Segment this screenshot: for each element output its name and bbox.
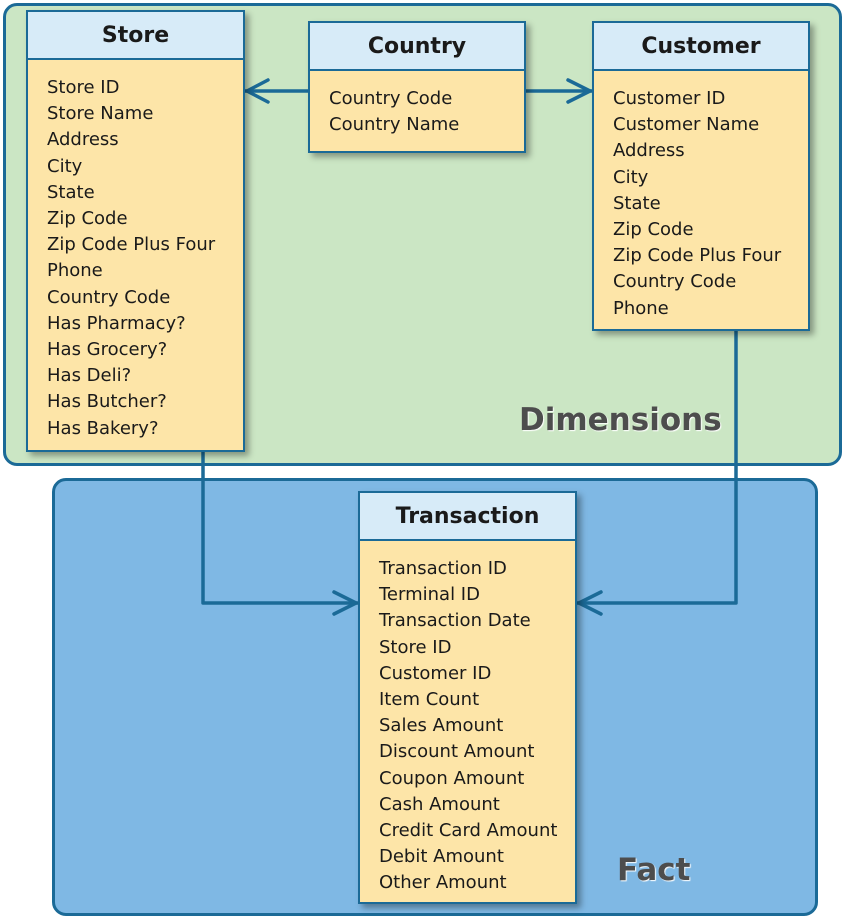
entity-field: City [613,166,649,188]
entity-title: Transaction [360,493,575,541]
entity-field: Has Butcher? [47,391,167,413]
entity-title: Country [310,23,524,71]
entity-field: Terminal ID [379,584,480,606]
crowfoot-transaction-left-icon [332,590,358,616]
entity-title: Customer [594,23,808,71]
entity-field: Phone [613,297,669,319]
entity-field: Address [47,129,119,151]
connector-store-transaction [201,450,360,605]
entity-field: Has Deli? [47,365,132,387]
entity-field: Country Code [47,286,171,308]
entity-field: Zip Code [47,208,128,230]
entity-field: State [613,192,661,214]
entity-field: Customer ID [613,88,726,109]
entity-field: Has Pharmacy? [47,312,186,334]
entity-field: Has Grocery? [47,339,168,361]
entity-field: Item Count [379,689,480,711]
crowfoot-customer-icon [566,78,592,104]
entity-field: Customer ID [379,662,492,684]
field-list: Transaction ID Terminal ID Transaction Dat… [379,556,557,897]
entity-field: Transaction ID [379,558,507,579]
entity-field: Zip Code [613,219,694,241]
fact-label: Fact [617,852,691,888]
entity-field: Debit Amount [379,846,504,868]
crowfoot-transaction-right-icon [577,590,603,616]
entity-field: Coupon Amount [379,767,525,789]
entity-field: Phone [47,260,103,282]
entity-field: State [47,181,95,203]
entity-field: Country Name [329,114,460,136]
entity-field: Country Code [329,88,453,109]
entity-field: Credit Card Amount [379,820,558,842]
connector-customer-transaction [575,329,738,605]
entity-field: Other Amount [379,872,507,894]
entity-field: Address [613,140,685,162]
entity-field: Store ID [47,77,120,98]
entity-field: Has Bakery? [47,417,159,439]
entity-field: Sales Amount [379,715,504,737]
entity-field: Transaction Date [379,610,531,632]
entity-field: Zip Code Plus Four [47,234,216,256]
entity-field: Store ID [379,636,452,658]
entity-field: Cash Amount [379,793,500,815]
entity-field: Store Name [47,103,154,125]
entity-field: Discount Amount [379,741,535,763]
dimensions-label: Dimensions [519,402,722,438]
entity-title: Store [28,12,243,60]
entity-field: City [47,155,83,177]
entity-field: Zip Code Plus Four [613,245,782,267]
entity-field: Customer Name [613,114,760,136]
crowfoot-store-icon [245,78,270,104]
entity-field: Country Code [613,271,737,293]
